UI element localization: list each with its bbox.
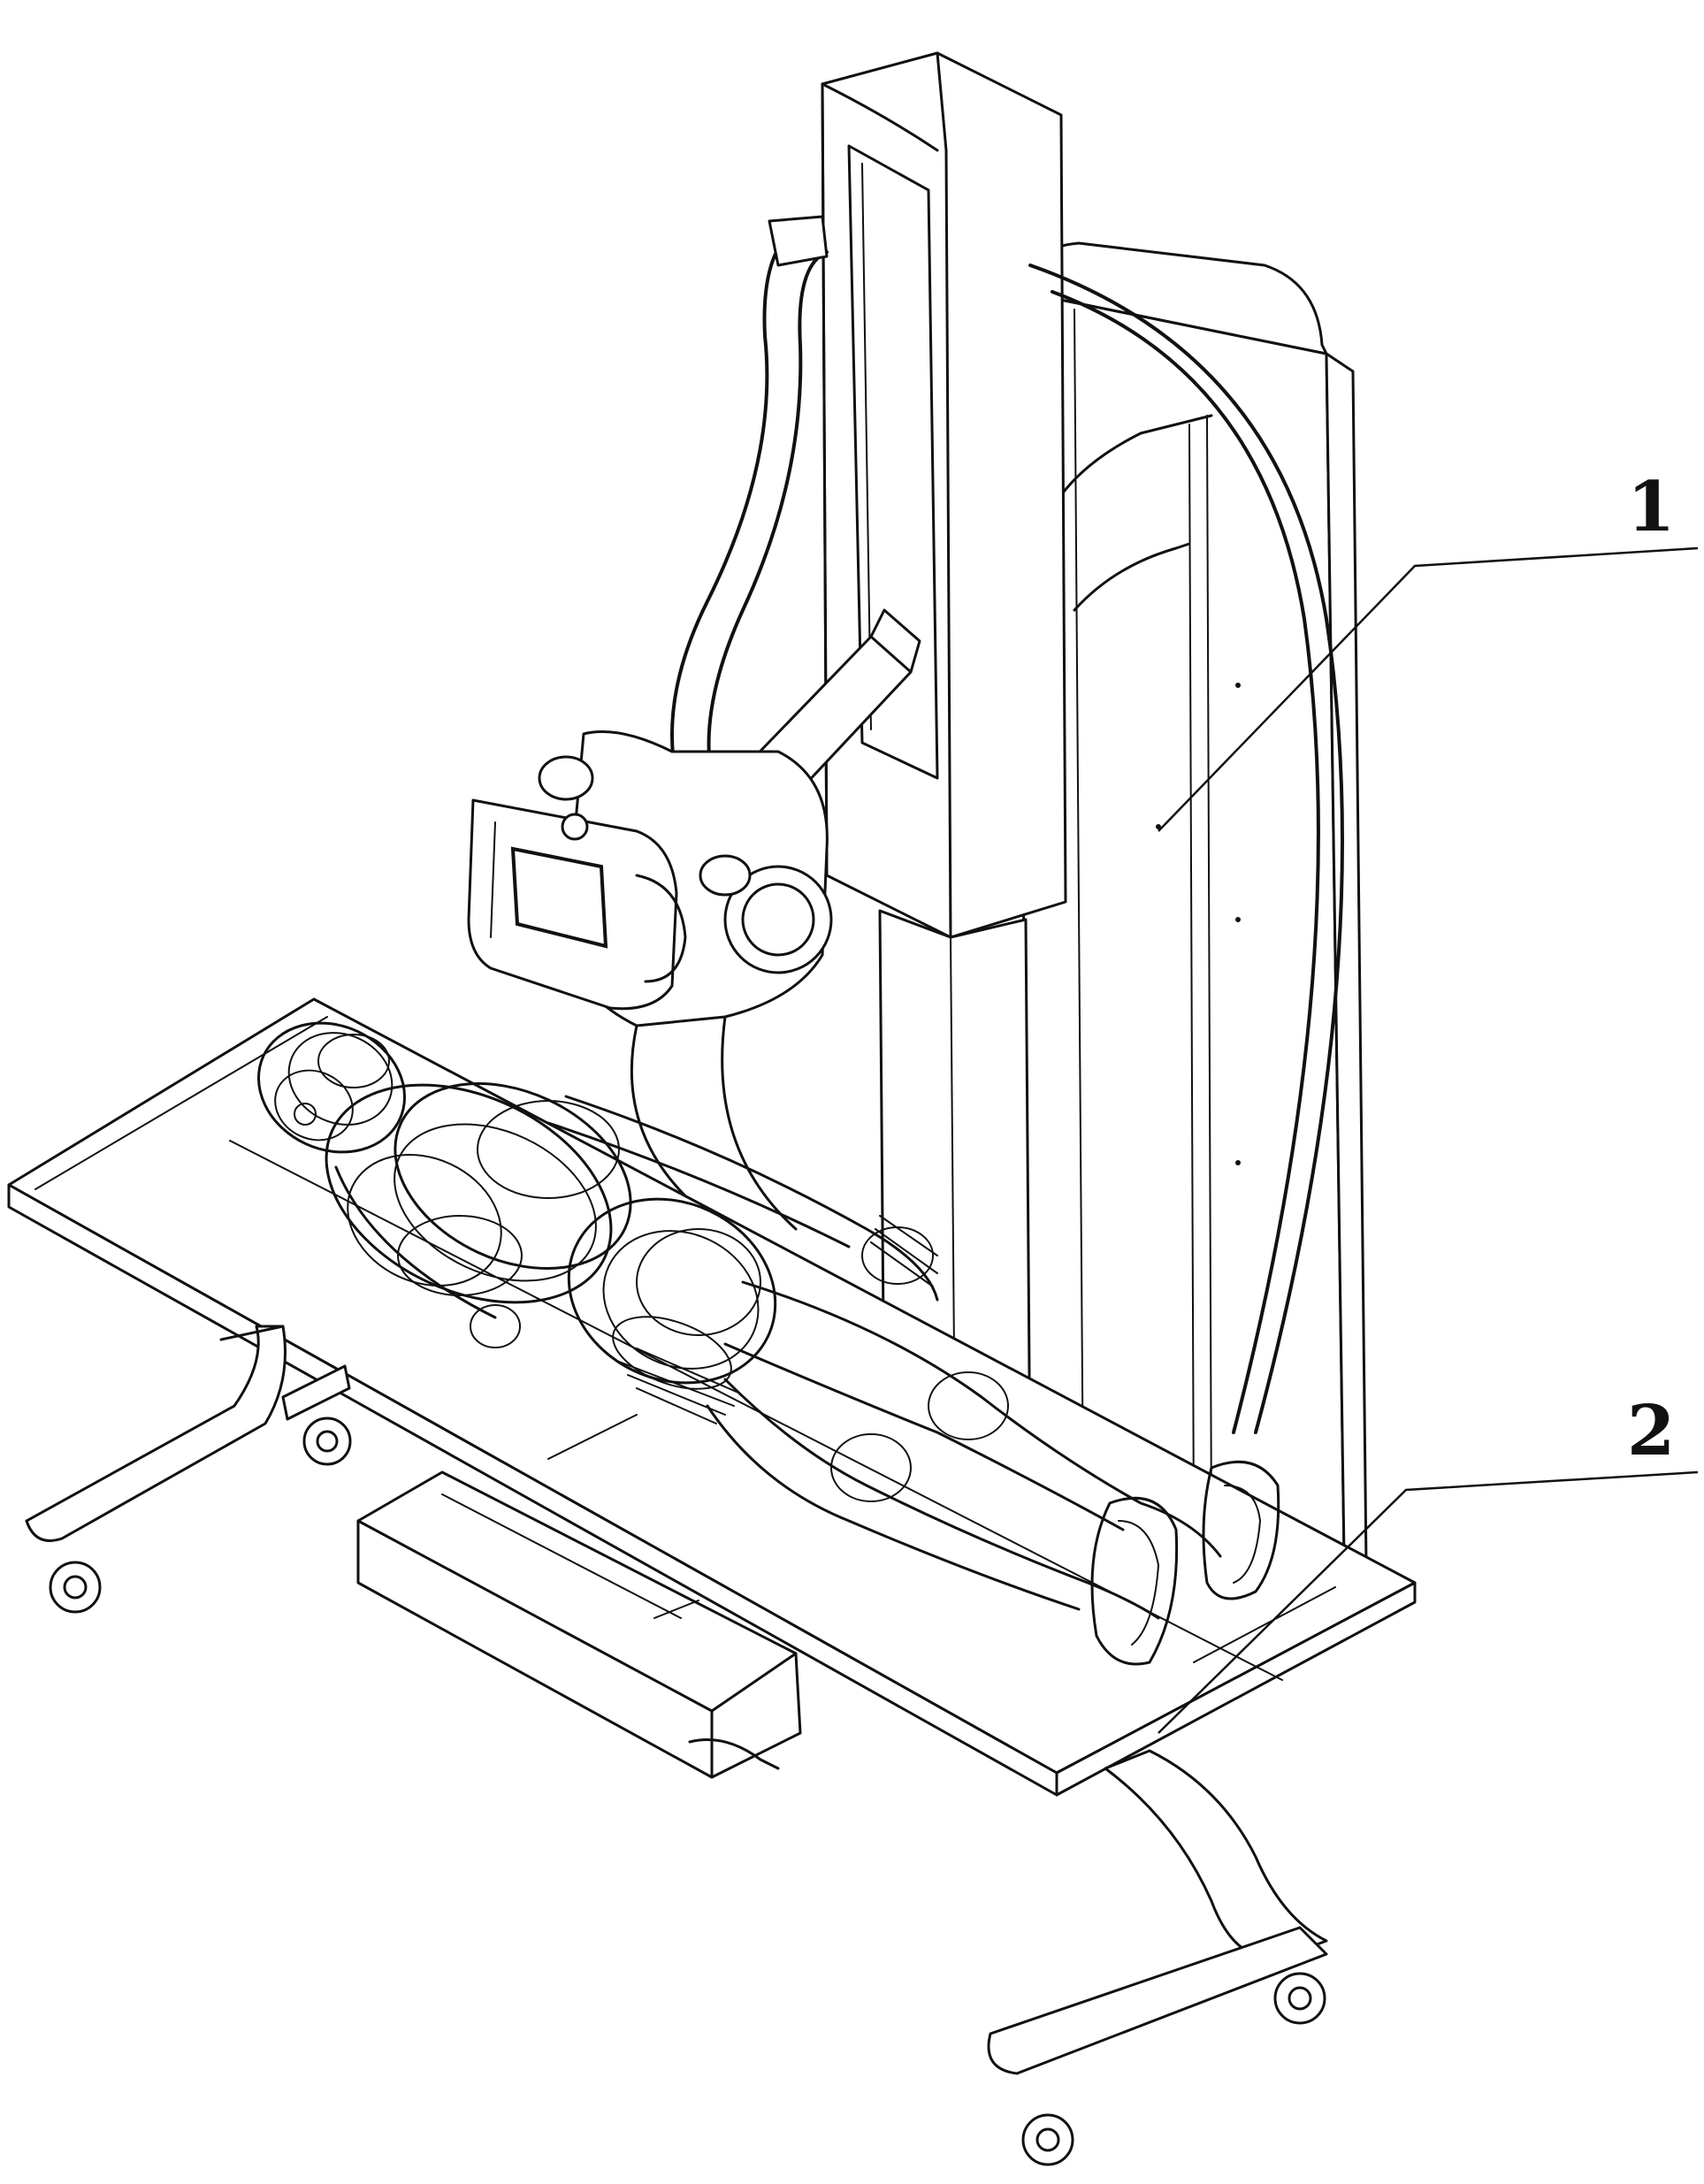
callout-2-label: 2: [1627, 1391, 1675, 1471]
vertical-column: [1021, 243, 1366, 1565]
upper-tower: [822, 53, 1066, 1485]
callout-1-label: 1: [1627, 467, 1675, 547]
